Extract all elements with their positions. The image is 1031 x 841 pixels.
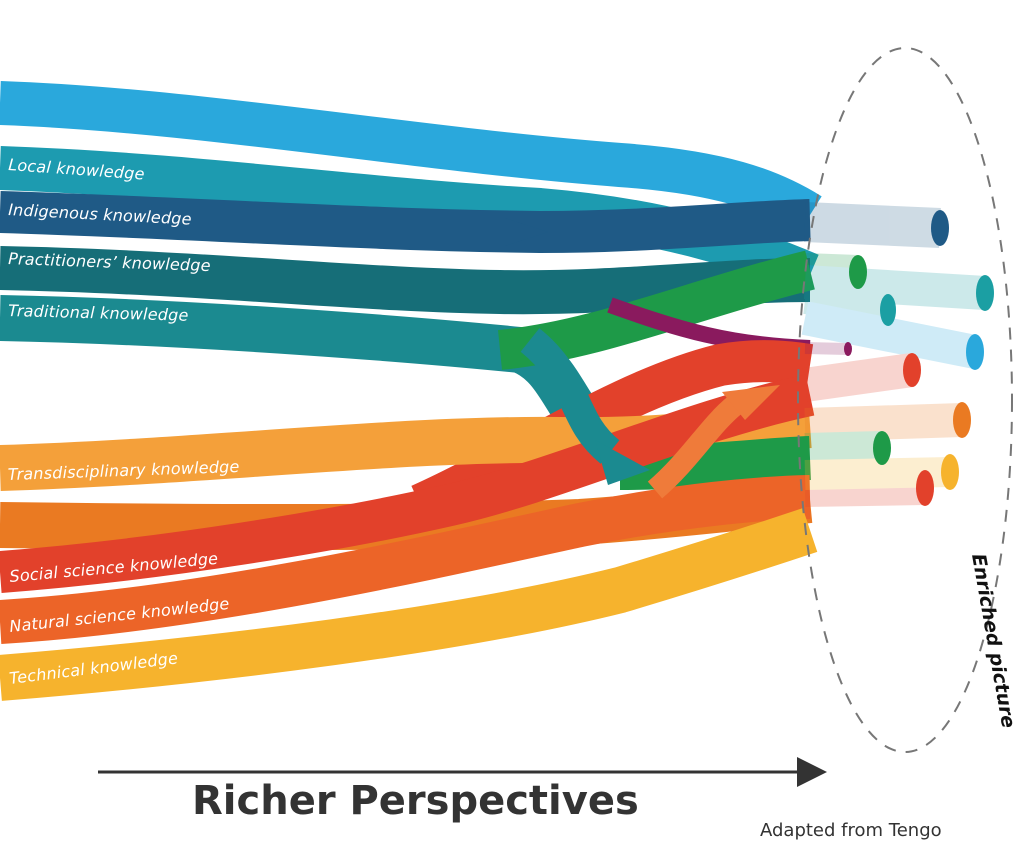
- outlet-cap: [903, 353, 921, 387]
- outlet-cap: [916, 470, 934, 506]
- stream-green-lower: [619, 436, 811, 490]
- orange-arrow: [647, 396, 743, 499]
- stream-social: [0, 374, 815, 593]
- stream-natural: [0, 475, 811, 644]
- outlet-tubes: [801, 202, 987, 507]
- caption-title: Richer Perspectives: [192, 778, 639, 824]
- teal-arrowhead: [595, 440, 650, 485]
- orange-arrowhead: [722, 385, 780, 420]
- outlet-cap: [941, 454, 959, 490]
- enriched-ellipse: [797, 47, 1013, 753]
- stream-top: [0, 81, 822, 234]
- outlet-cap: [873, 431, 891, 465]
- indigenous-arrowhead: [505, 218, 548, 246]
- outlet-cap: [976, 275, 994, 311]
- streams-layer: [0, 81, 822, 701]
- caption-source: Adapted from Tengo: [760, 820, 942, 841]
- outlet-cap: [966, 334, 984, 370]
- outlet-cap: [849, 255, 867, 289]
- stream-social-upper: [411, 340, 814, 525]
- label-traditional: Traditional knowledge: [8, 301, 189, 325]
- outlet-cap: [953, 402, 971, 438]
- stream-technical: [0, 508, 818, 701]
- outlet-cap: [880, 294, 896, 326]
- outlet-cap: [844, 342, 852, 356]
- outlet-cap: [931, 210, 949, 246]
- teal-arrow: [520, 328, 620, 464]
- outlet-caps: [844, 210, 994, 506]
- stream-indigenous: [0, 191, 811, 254]
- enriched-label: Enriched picture: [967, 552, 1019, 730]
